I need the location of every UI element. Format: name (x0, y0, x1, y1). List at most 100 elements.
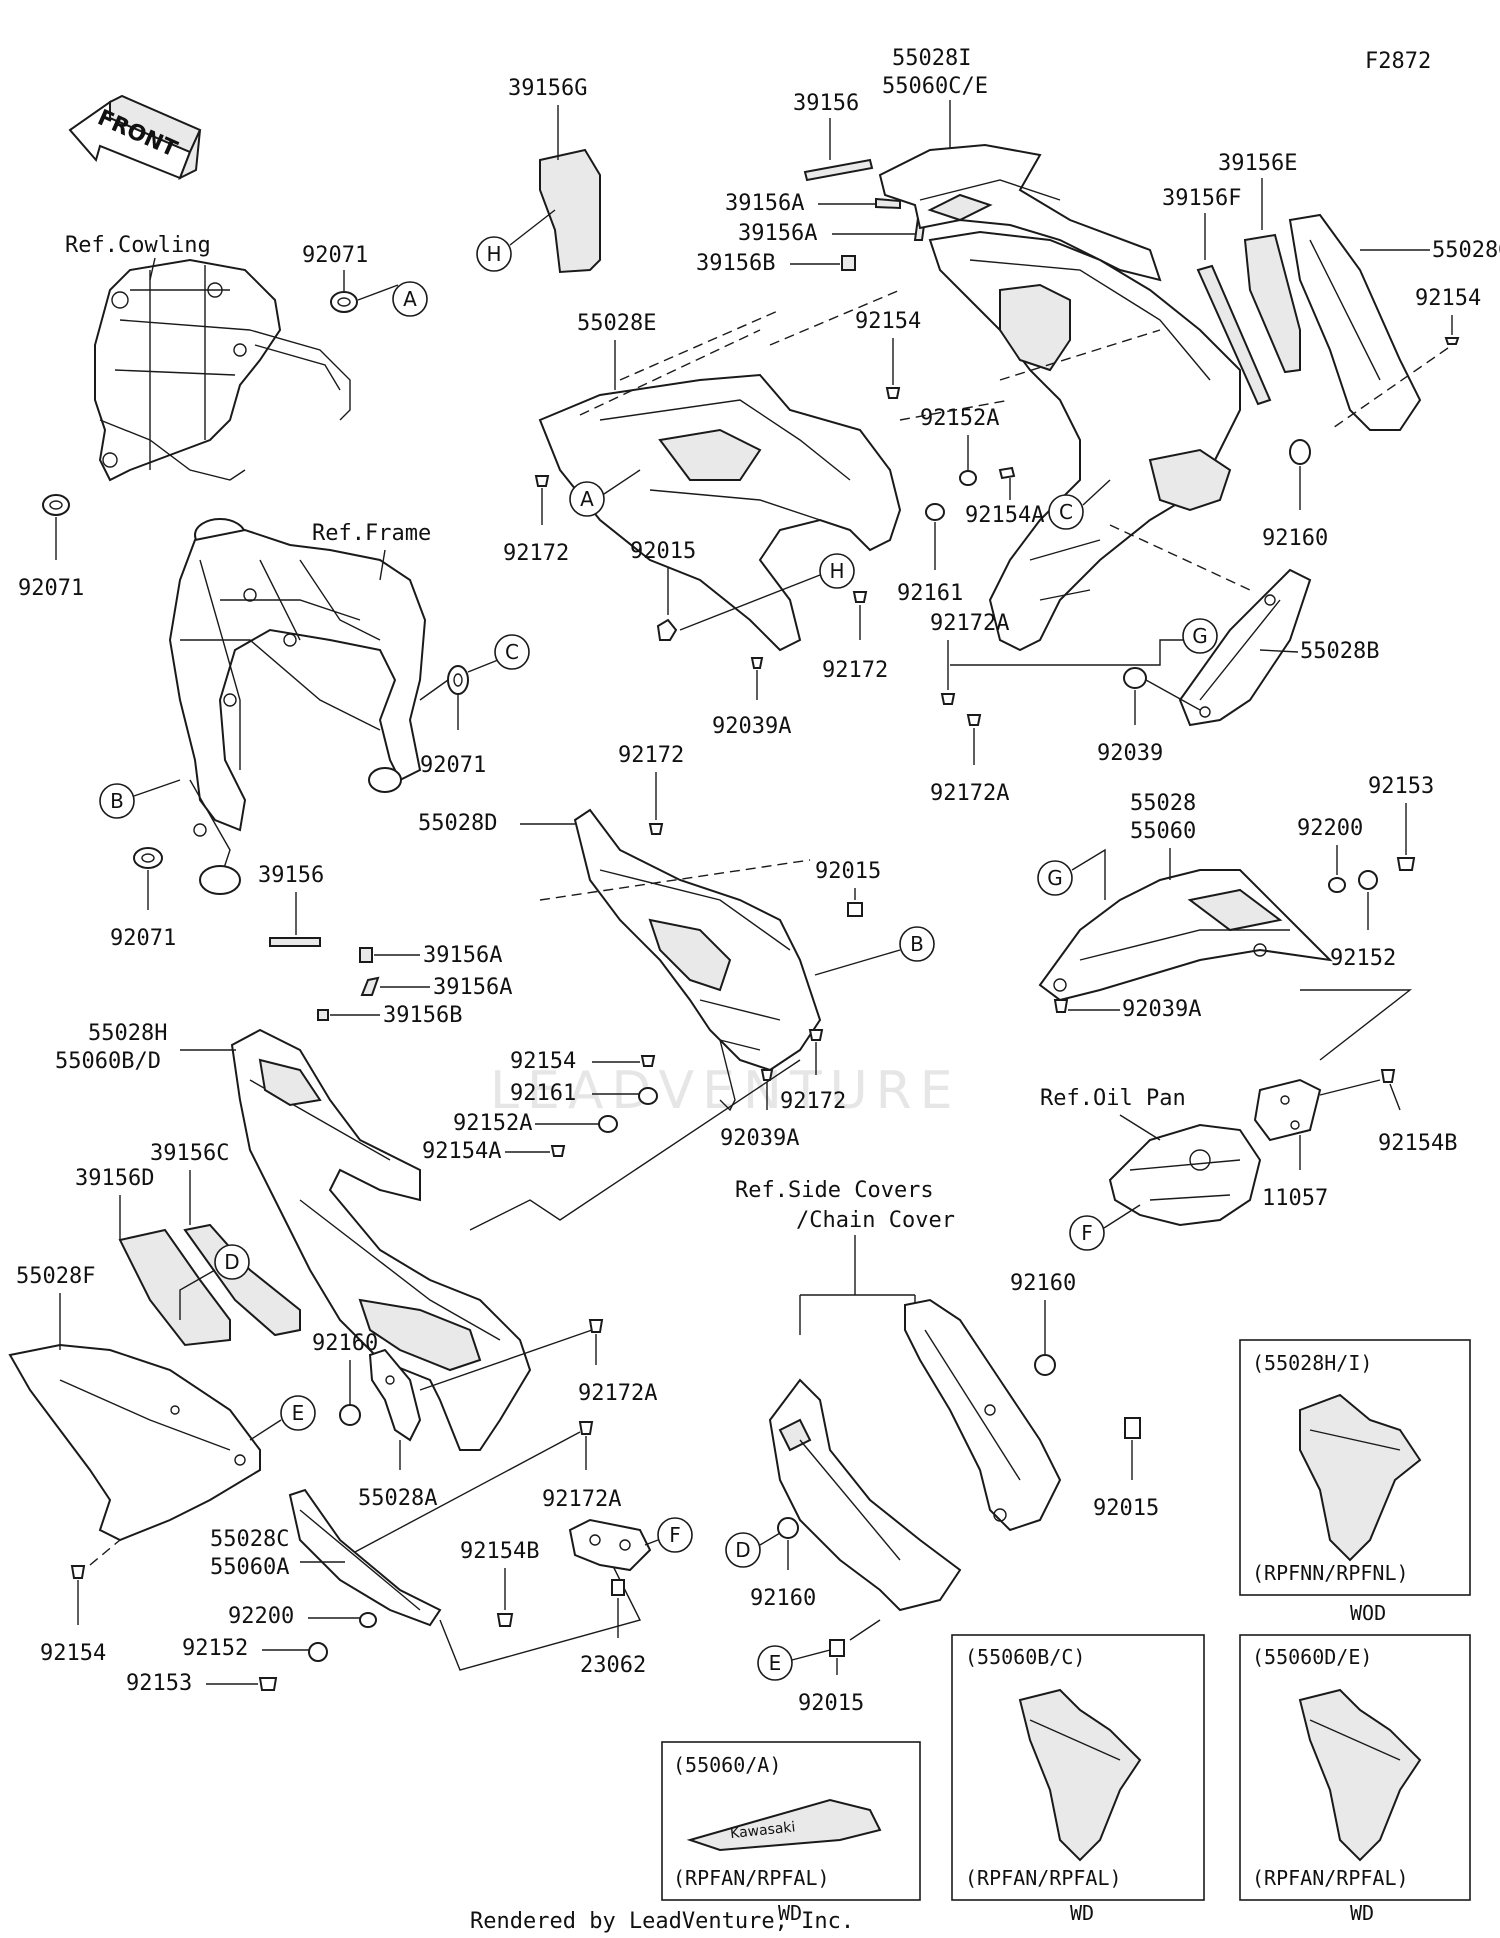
pad-39156c (183, 1223, 301, 1337)
collar-92015-sc (1124, 1417, 1141, 1439)
label-39156f: 39156F (1162, 186, 1241, 211)
label-92154a-c: 92154A (965, 503, 1044, 528)
label-39156c: 39156C (150, 1141, 229, 1166)
label-92172a-1: 92172A (930, 611, 1009, 636)
label-92015-sc2: 92015 (798, 1691, 864, 1716)
callout-c-main-text: C (1059, 500, 1073, 524)
clip-39156a-1 (875, 197, 901, 210)
callout-c-frame-text: C (505, 640, 519, 664)
pad-39156f (1196, 264, 1272, 406)
upper-cowl-55028i (878, 143, 1162, 282)
label-92200-l: 92200 (228, 1604, 294, 1629)
variant-box-4 (1239, 1634, 1471, 1901)
grommet-92071-bot (133, 847, 163, 869)
clip-39156b-top (841, 255, 856, 271)
label-92172a-3: 92172A (578, 1381, 657, 1406)
variant-2-decal: Kawasaki (729, 1819, 796, 1842)
ref-side-covers-1: Ref.Side Covers (735, 1178, 934, 1203)
callout-b-frame (99, 783, 135, 819)
nut-92161-m (638, 1087, 658, 1105)
bracket-11057 (1253, 1078, 1322, 1142)
variant-1-code: WOD (1350, 1601, 1386, 1625)
bracket-23062 (568, 1518, 652, 1572)
bolt-92172a-1 (940, 693, 956, 705)
label-55028a: 55028A (358, 1486, 437, 1511)
label-55028f: 55028F (16, 1264, 95, 1289)
bolt-92154b-m (496, 1613, 514, 1627)
label-92154b-m: 92154B (460, 1539, 539, 1564)
callout-e-left-text: E (292, 1401, 305, 1425)
label-92071-top: 92071 (302, 243, 368, 268)
label-92071-mid: 92071 (420, 753, 486, 778)
label-39156g: 39156G (508, 76, 587, 101)
callout-a-main (569, 481, 605, 517)
callout-a-top-text: A (403, 287, 417, 311)
lower-cowl-55028 (1038, 869, 1333, 1002)
rivet-92039 (1123, 667, 1147, 689)
variant-3-code: WD (1070, 1901, 1094, 1925)
label-92172-l: 92172 (503, 541, 569, 566)
variant-box-2 (661, 1741, 921, 1901)
strip-39156-left (269, 937, 321, 947)
label-55028e: 55028E (577, 311, 656, 336)
label-92200-r: 92200 (1297, 816, 1363, 841)
label-55060: 55060 (1130, 819, 1196, 844)
callout-e-sc (757, 1645, 793, 1681)
bolt-92172a-4 (578, 1421, 594, 1435)
label-55028g: 55028G (1432, 238, 1500, 263)
front-arrow-icon: FRONT (68, 94, 202, 181)
washer-92200-r (1328, 877, 1346, 893)
label-39156d: 39156D (75, 1166, 154, 1191)
label-92015-c: 92015 (630, 539, 696, 564)
bolt-92154-r (1444, 337, 1460, 345)
bolt-92154a-c (998, 466, 1016, 480)
bolt-92172a-3 (588, 1319, 604, 1333)
label-92154-r: 92154 (1415, 286, 1481, 311)
bolt-92154-c (885, 387, 901, 399)
label-39156e: 39156E (1218, 151, 1297, 176)
diagram-code: F2872 (1365, 49, 1431, 74)
variant-2-code: WD (778, 1901, 802, 1925)
label-55028c: 55028C (210, 1527, 289, 1552)
variant-4-code: WD (1350, 1901, 1374, 1925)
label-92152a-m: 92152A (453, 1111, 532, 1136)
chain-cover (904, 1298, 1062, 1532)
callout-g-main (1182, 618, 1218, 654)
label-39156a-4: 39156A (433, 975, 512, 1000)
label-55028b: 55028B (1300, 639, 1379, 664)
label-92160-sc1: 92160 (1010, 1271, 1076, 1296)
label-92152-l: 92152 (182, 1636, 248, 1661)
callout-c-main (1048, 494, 1084, 530)
strip-39156-top (803, 158, 874, 182)
callout-e-sc-text: E (769, 1651, 782, 1675)
variant-3-cowl (1018, 1688, 1142, 1862)
label-92154a-m: 92154A (422, 1139, 501, 1164)
pad-39156e (1243, 233, 1301, 374)
bolt-92154b-r (1380, 1069, 1396, 1083)
variant-4-title: (55060D/E) (1252, 1645, 1372, 1669)
under-cowl-55028f (8, 1343, 261, 1542)
bolt-92172-c (852, 591, 868, 603)
callout-d-sc-text: D (735, 1538, 750, 1562)
label-23062: 23062 (580, 1653, 646, 1678)
label-92172a-2: 92172A (930, 781, 1009, 806)
label-92152a-c: 92152A (920, 406, 999, 431)
cowling-bracket (94, 258, 351, 482)
label-92161-m: 92161 (510, 1081, 576, 1106)
pad-39156d (118, 1228, 231, 1347)
callout-g-lower (1037, 860, 1073, 896)
variant-2-title: (55060/A) (673, 1753, 781, 1777)
inner-panel-55028d (573, 808, 822, 1112)
callout-b-mid-text: B (910, 932, 924, 956)
bolt-92154-m (640, 1055, 656, 1067)
callout-d-sc (725, 1532, 761, 1568)
label-92154-bl: 92154 (40, 1641, 106, 1666)
collar-92015-sc2 (829, 1639, 845, 1657)
label-39156a-2: 39156A (738, 221, 817, 246)
variant-4-cowl (1298, 1688, 1422, 1862)
variant-2-cowl: Kawasaki (686, 1798, 882, 1852)
variant-1-cowl (1299, 1393, 1422, 1562)
label-92039a-c: 92039A (712, 714, 791, 739)
inner-panel-55028b (1178, 568, 1312, 727)
grommet-92160-r (1289, 439, 1311, 465)
